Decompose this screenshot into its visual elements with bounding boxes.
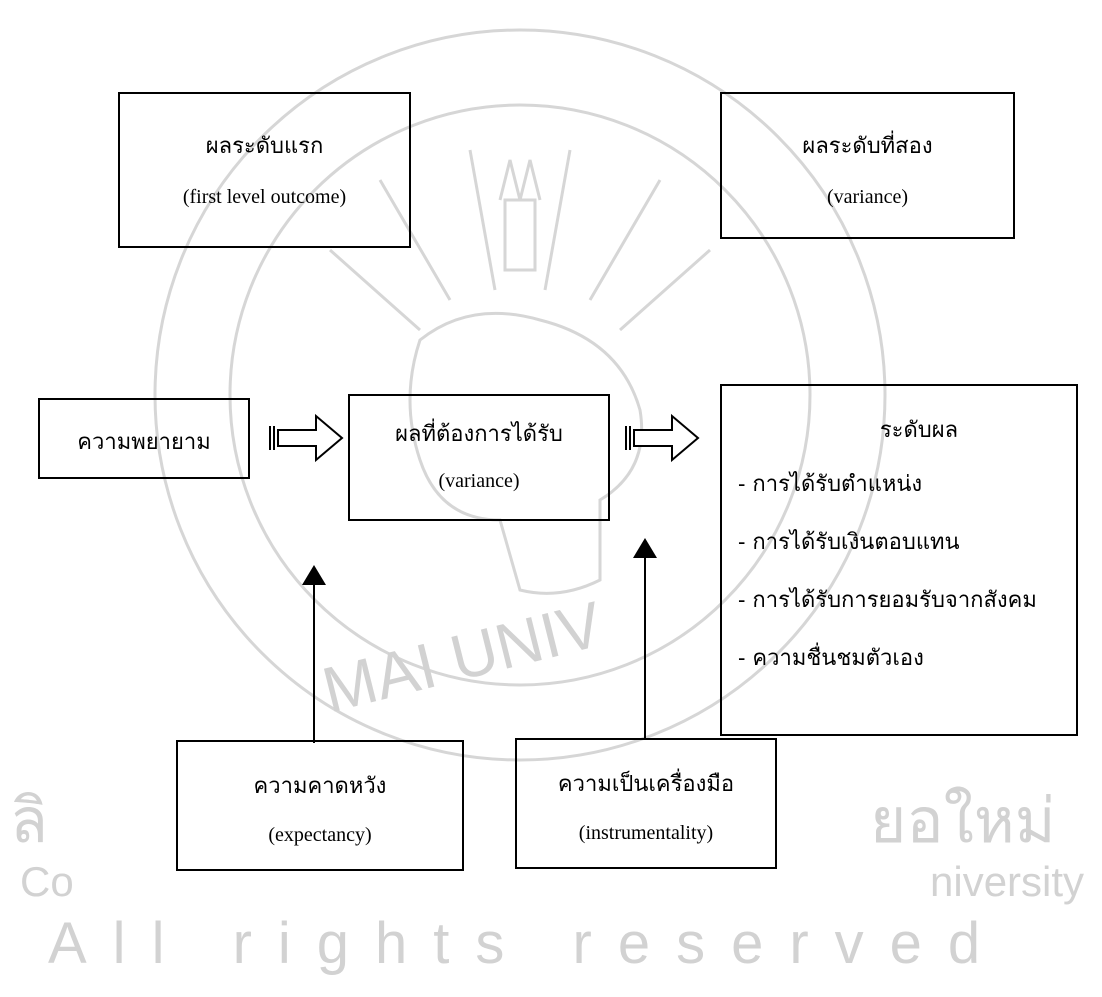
instrumentality-box: ความเป็นเครื่องมือ (instrumentality) — [515, 738, 777, 869]
outcome-levels-box: ระดับผล - การได้รับตำแหน่ง - การได้รับเง… — [720, 384, 1078, 736]
watermark-thai-left: ลิ — [10, 787, 48, 856]
watermark-copyright-suffix: niversity — [930, 858, 1085, 905]
instrumentality-title: ความเป็นเครื่องมือ — [557, 772, 735, 797]
watermark-copyright-prefix: Co — [20, 858, 74, 905]
desired-outcome-subtitle: (variance) — [438, 470, 520, 492]
instrumentality-subtitle: (instrumentality) — [578, 822, 714, 844]
first-level-outcome-title: ผลระดับแรก — [205, 134, 324, 159]
outcome-levels-item: - การได้รับตำแหน่ง — [738, 472, 923, 497]
arrow-effort-to-outcome — [269, 413, 344, 463]
outcome-levels-item: - การได้รับการยอมรับจากสังคม — [738, 588, 1037, 613]
outcome-levels-item: - ความชื่นชมตัวเอง — [738, 646, 924, 671]
first-level-outcome-box: ผลระดับแรก (first level outcome) — [118, 92, 411, 248]
desired-outcome-box: ผลที่ต้องการได้รับ (variance) — [348, 394, 610, 521]
effort-title: ความพยายาม — [77, 430, 211, 455]
second-level-outcome-subtitle: (variance) — [826, 186, 909, 208]
watermark-thai-right: ยอใหม่ — [870, 787, 1056, 856]
expectancy-title: ความคาดหวัง — [253, 774, 387, 799]
second-level-outcome-box: ผลระดับที่สอง (variance) — [720, 92, 1015, 239]
outcome-levels-item: - การได้รับเงินตอบแทน — [738, 530, 960, 555]
expectancy-box: ความคาดหวัง (expectancy) — [176, 740, 464, 871]
outcome-levels-title: ระดับผล — [879, 418, 959, 443]
arrow-outcome-to-levels — [625, 413, 700, 463]
desired-outcome-title: ผลที่ต้องการได้รับ — [395, 422, 563, 447]
effort-box: ความพยายาม — [38, 398, 250, 479]
second-level-outcome-title: ผลระดับที่สอง — [802, 134, 933, 159]
expectancy-subtitle: (expectancy) — [268, 824, 372, 846]
watermark-rights: All rights reserved — [48, 911, 1007, 976]
first-level-outcome-subtitle: (first level outcome) — [182, 186, 347, 208]
